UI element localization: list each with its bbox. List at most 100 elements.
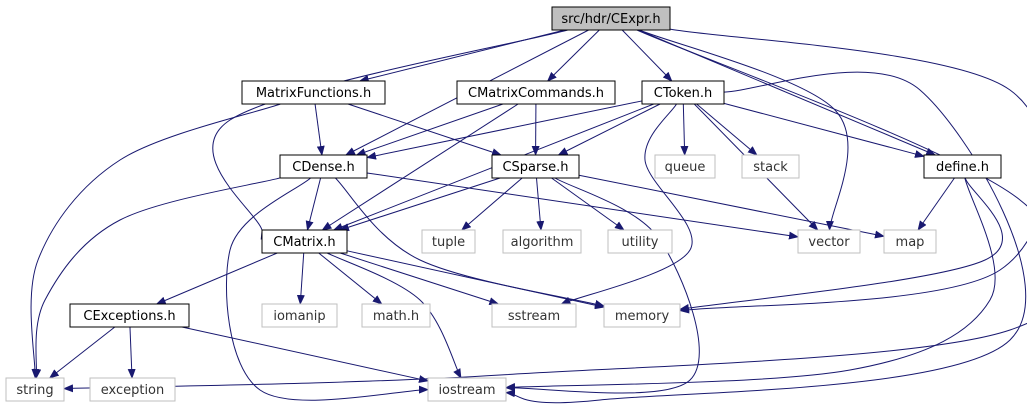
edge-matrixfunctions-to-cdense (314, 103, 325, 156)
node-label-define: define.h (936, 160, 989, 175)
node-exception: exception (89, 377, 176, 402)
edge-cexpr-to-ctoken (621, 29, 673, 82)
node-label-algorithm: algorithm (511, 235, 574, 250)
node-box-string (5, 377, 65, 402)
node-label-map: map (896, 235, 925, 250)
edge-matrixfunctions-to-string (30, 103, 281, 379)
edge-cmatrixcommands-to-cmatrix (321, 103, 519, 231)
node-label-iomanip: iomanip (273, 309, 325, 324)
node-label-queue: queue (665, 160, 706, 175)
node-label-vector: vector (808, 235, 850, 250)
node-label-matrixfunctions: MatrixFunctions.h (256, 86, 371, 101)
edge-ctoken-to-stack (696, 103, 758, 156)
edge-ctoken-to-cdense (366, 100, 643, 160)
edge-cmatrix-to-memory (346, 250, 605, 310)
edge-cexpr-to-cmatrixcommands (546, 29, 600, 82)
node-box-tuple (421, 229, 476, 254)
node-sstream: sstream (491, 303, 577, 328)
node-utility: utility (607, 229, 673, 254)
edge-ctoken-to-sstream (560, 103, 693, 305)
node-box-memory (603, 303, 681, 328)
edge-cmatrix-to-cexceptions (155, 252, 278, 305)
edge-cdense-to-vector (366, 172, 799, 240)
node-label-stack: stack (753, 160, 788, 175)
edge-cexpr-to-vector (638, 29, 849, 231)
edge-cdense-to-cmatrix (305, 177, 322, 231)
edge-define-to-iostream (505, 177, 996, 392)
edge-matrixfunctions-to-csparse (347, 103, 502, 156)
node-box-vector (797, 229, 861, 254)
node-matrixfunctions[interactable]: MatrixFunctions.h (241, 80, 386, 105)
edge-csparse-to-utility (551, 177, 625, 231)
node-box-cexceptions (69, 303, 190, 328)
node-cdense[interactable]: CDense.h (279, 154, 368, 179)
node-box-iostream (427, 377, 507, 402)
node-label-cexceptions: CExceptions.h (83, 309, 175, 324)
edge-csparse-to-tuple (461, 177, 523, 231)
node-label-utility: utility (622, 235, 659, 250)
edge-ctoken-to-csparse (557, 103, 661, 156)
node-memory: memory (603, 303, 681, 328)
edge-csparse-to-iostream (505, 177, 700, 394)
node-box-exception (89, 377, 176, 402)
edge-cmatrix-to-mathh (318, 252, 383, 305)
node-box-define (923, 154, 1002, 179)
node-tuple: tuple (421, 229, 476, 254)
edges (30, 28, 1027, 404)
node-cexceptions[interactable]: CExceptions.h (69, 303, 190, 328)
node-box-map (883, 229, 937, 254)
edge-csparse-to-cmatrix (338, 177, 501, 232)
node-box-iomanip (261, 303, 338, 328)
edge-cdense-to-memory (335, 177, 605, 308)
node-cmatrixcommands[interactable]: CMatrixCommands.h (456, 80, 616, 105)
node-string: string (5, 377, 65, 402)
node-label-tuple: tuple (432, 235, 465, 250)
edge-define-to-map (917, 177, 955, 231)
node-label-cmatrixcommands: CMatrixCommands.h (468, 86, 604, 101)
edge-cdense-to-string (33, 177, 281, 379)
edge-cmatrix-to-iomanip (296, 252, 305, 305)
node-iostream: iostream (427, 377, 507, 402)
edge-ctoken-to-iostream (505, 71, 1027, 404)
edge-ctoken-to-queue (680, 103, 689, 156)
node-label-cmatrix: CMatrix.h (273, 235, 335, 250)
edge-cmatrix-to-sstream (340, 252, 500, 306)
edge-cexceptions-to-exception (127, 326, 136, 379)
edge-csparse-to-algorithm (535, 177, 545, 231)
node-queue: queue (654, 154, 716, 179)
node-box-queue (654, 154, 716, 179)
node-label-cdense: CDense.h (292, 160, 354, 175)
node-box-ctoken (641, 80, 725, 105)
node-iomanip: iomanip (261, 303, 338, 328)
node-cmatrix[interactable]: CMatrix.h (261, 229, 348, 254)
node-label-string: string (16, 383, 53, 398)
node-label-iostream: iostream (438, 383, 495, 398)
edge-cexpr-to-string (63, 29, 1027, 393)
node-box-cdense (279, 154, 368, 179)
edge-cexceptions-to-string (48, 326, 116, 379)
edge-cmatrix-to-iostream (326, 252, 462, 379)
node-box-sstream (491, 303, 577, 328)
node-label-sstream: sstream (508, 309, 560, 324)
node-ctoken[interactable]: CToken.h (641, 80, 725, 105)
node-vector: vector (797, 229, 861, 254)
node-csparse[interactable]: CSparse.h (491, 154, 580, 179)
node-define[interactable]: define.h (923, 154, 1002, 179)
node-box-cmatrixcommands (456, 80, 616, 105)
edge-cmatrixcommands-to-cdense (355, 103, 504, 156)
node-box-cmatrix (261, 229, 348, 254)
node-label-ctoken: CToken.h (654, 86, 712, 101)
edge-define-to-memory (679, 177, 1003, 312)
edge-ctoken-to-define (723, 102, 925, 158)
node-map: map (883, 229, 937, 254)
node-label-cexpr: src/hdr/CExpr.h (561, 12, 660, 27)
node-label-exception: exception (101, 383, 165, 398)
node-box-matrixfunctions (241, 80, 386, 105)
node-box-utility (607, 229, 673, 254)
node-label-mathh: math.h (373, 309, 419, 324)
node-cexpr: src/hdr/CExpr.h (551, 6, 671, 31)
node-box-algorithm (502, 229, 582, 254)
edge-csparse-to-map (578, 174, 885, 239)
node-box-stack (741, 154, 800, 179)
